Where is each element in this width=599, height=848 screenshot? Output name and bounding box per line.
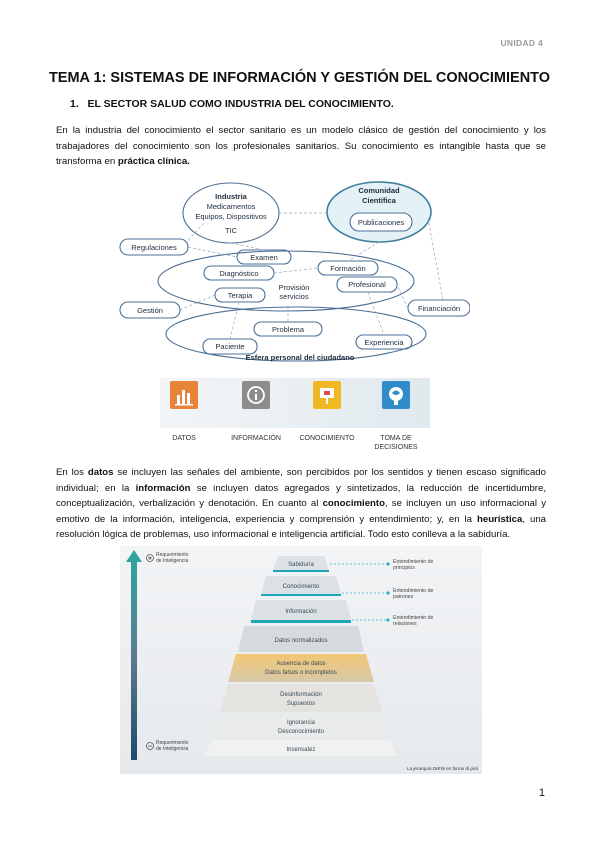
- map-industria: Industria: [215, 192, 247, 201]
- map-financiacion: Financiación: [418, 304, 460, 313]
- tile-decisiones-label: DECISIONES: [374, 444, 418, 451]
- section-title: EL SECTOR SALUD COMO INDUSTRIA DEL CONOC…: [87, 98, 394, 110]
- map-servicios: servicios: [279, 292, 308, 301]
- map-medicamentos: Medicamentos: [207, 202, 256, 211]
- para-text: En la industria del conocimiento el sect…: [56, 125, 546, 167]
- info-icon: [242, 381, 270, 409]
- map-publicaciones: Publicaciones: [358, 218, 405, 227]
- dikw-icons-strip: DATOS INFORMACIÓN CONOCIMIENTO TOMA DE D…: [160, 378, 430, 451]
- map-esfera: Esfera personal del ciudadano: [246, 353, 355, 362]
- para-bold: heurística: [477, 513, 523, 525]
- pyr-supuestos: Supuestos: [287, 701, 315, 707]
- para-text: , una resolución lógica de problemas, us…: [56, 513, 546, 541]
- map-tic: TIC: [225, 226, 238, 235]
- map-comunidad: Comunidad: [358, 186, 400, 195]
- para-text: , se incluyen un uso informacional y emo…: [56, 498, 547, 525]
- unit-label: UNIDAD 4: [500, 38, 543, 48]
- pyr-informacion: Información: [285, 609, 316, 615]
- minus-icon: [146, 742, 154, 750]
- right-relaciones-1: Entendimiento de: [393, 615, 433, 621]
- map-terapia: Terapia: [228, 291, 253, 300]
- plus-icon: [146, 554, 154, 562]
- pyr-datos-normalizados: Datos normalizados: [274, 638, 327, 644]
- para-text: En los: [56, 467, 88, 478]
- tile-datos-label: DATOS: [172, 435, 196, 442]
- tile-informacion-label: INFORMACIÓN: [231, 433, 281, 442]
- section-heading: 1. EL SECTOR SALUD COMO INDUSTRIA DEL CO…: [70, 98, 394, 110]
- para-bold: práctica clínica.: [117, 156, 190, 167]
- para-text: se incluyen datos agregados y sintetizad…: [56, 482, 546, 510]
- paragraph-dikw: En los datos se incluyen las señales del…: [56, 465, 546, 543]
- tile-conocimiento-label: CONOCIMIENTO: [299, 435, 355, 442]
- pyr-sabiduria: Sabiduría: [288, 562, 314, 568]
- right-principios-1: Entendimiento de: [393, 559, 433, 565]
- right-relaciones-2: relaciones: [393, 621, 417, 627]
- map-cientifica: Científica: [362, 196, 397, 205]
- para-bold: datos: [87, 467, 114, 478]
- page-number: 1: [538, 787, 545, 799]
- page-title: TEMA 1: SISTEMAS DE INFORMACIÓN Y GESTIÓ…: [48, 70, 551, 86]
- req-bottom-1: Requerimiento: [156, 740, 189, 746]
- bar-chart-icon: [170, 381, 198, 409]
- map-paciente: Paciente: [215, 342, 244, 351]
- presentation-icon: [313, 381, 341, 409]
- health-knowledge-concept-map: Industria Medicamentos Equipos, Disposit…: [118, 178, 470, 368]
- pyr-desinformacion: Desinformación: [280, 692, 322, 698]
- map-experiencia: Experiencia: [364, 338, 404, 347]
- map-formacion: Formación: [330, 264, 365, 273]
- right-principios-2: principios: [393, 565, 415, 571]
- map-profesional: Profesional: [348, 280, 386, 289]
- map-regulaciones: Regulaciones: [131, 243, 177, 252]
- paragraph-intro: En la industria del conocimiento el sect…: [56, 123, 546, 170]
- pyr-ignorancia: Ignorancia: [287, 720, 316, 726]
- map-provision: Provisión: [279, 283, 310, 292]
- map-diagnostico: Diagnóstico: [219, 269, 258, 278]
- right-patrones-2: patrones: [393, 594, 414, 600]
- pyramid-caption: La jerarquía DIKW en forma di pirá: [407, 766, 478, 771]
- pyr-datos-falsos: Datos falsos o incompletos: [265, 670, 337, 676]
- section-number: 1.: [70, 98, 79, 110]
- req-top-2: de Inteligencia: [156, 558, 188, 564]
- map-problema: Problema: [272, 325, 305, 334]
- brain-icon: [382, 381, 410, 409]
- para-bold: información: [135, 482, 191, 494]
- req-bottom-2: de Inteligencia: [156, 746, 188, 752]
- para-text: se incluyen las señales del ambiente, so…: [56, 467, 546, 494]
- map-gestion: Gestión: [137, 306, 163, 315]
- pyr-ausencia: Ausencia de datos: [276, 661, 325, 667]
- pyr-conocimiento: Conocimiento: [283, 584, 320, 590]
- tile-toma-label: TOMA DE: [380, 435, 412, 442]
- req-top-1: Requerimiento: [156, 552, 189, 558]
- pyr-insensatez: Insensatez: [286, 747, 315, 753]
- para-bold: conocimiento: [322, 498, 385, 509]
- map-examen: Examen: [250, 253, 278, 262]
- dikw-pyramid-figure: Sabiduría Conocimiento Información Datos…: [120, 546, 482, 774]
- map-equipos: Equipos, Dispositivos: [195, 212, 267, 221]
- right-patrones-1: Entendimiento de: [393, 588, 433, 594]
- pyr-desconocimiento: Desconocimiento: [278, 729, 325, 735]
